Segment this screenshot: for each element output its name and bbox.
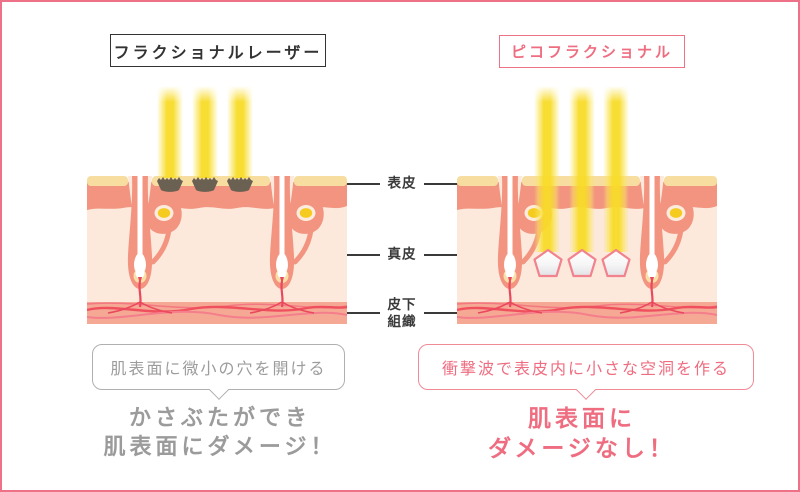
right-note-bubble: 衝撃波で表皮内に小さな空洞を作る: [418, 344, 754, 390]
laser-beam: [534, 86, 560, 252]
left-result-line1: かさぶたができ: [128, 405, 311, 430]
layer-connector-line: [424, 312, 457, 314]
left-note-text: 肌表面に微小の穴を開ける: [110, 361, 327, 378]
layer-connector-line: [347, 183, 380, 185]
right-note-text: 衝撃波で表皮内に小さな空洞を作る: [441, 361, 730, 378]
left-skin-crust-overlay: [157, 177, 253, 192]
layer-connector-line: [424, 183, 457, 185]
crust-mark-icon: [227, 177, 253, 192]
right-result-line2: ダメージなし！: [488, 435, 676, 462]
laser-beam: [227, 86, 253, 178]
left-note-bubble: 肌表面に微小の穴を開ける: [92, 344, 345, 390]
layer-connector-line: [424, 254, 457, 256]
left-method-title: フラクショナルレーザー: [110, 34, 326, 67]
crust-mark-icon: [157, 177, 183, 192]
layer-label-dermis: 真皮: [387, 246, 417, 262]
cavity-icon: [567, 248, 597, 278]
layer-connector-line: [347, 312, 380, 314]
layer-label-subcutaneous: 皮下組織: [387, 297, 417, 329]
crust-mark-icon: [192, 177, 218, 192]
layer-connector-line: [347, 254, 380, 256]
layer-label-epidermis: 表皮: [387, 175, 417, 191]
left-result-text: かさぶたができ 肌表面にダメージ！: [50, 403, 390, 461]
right-result-line1: 肌表面に: [528, 405, 636, 431]
laser-beam: [569, 86, 595, 252]
laser-beam: [157, 86, 183, 178]
left-result-line2: 肌表面にダメージ！: [103, 434, 337, 460]
laser-beam: [192, 86, 218, 178]
cavity-icon: [601, 248, 631, 278]
right-result-text: 肌表面に ダメージなし！: [412, 403, 752, 464]
cavity-icon: [533, 248, 563, 278]
right-skin-cavity-overlay: [533, 248, 631, 278]
laser-beam: [603, 86, 629, 252]
right-method-title: ピコフラクショナル: [499, 35, 685, 68]
